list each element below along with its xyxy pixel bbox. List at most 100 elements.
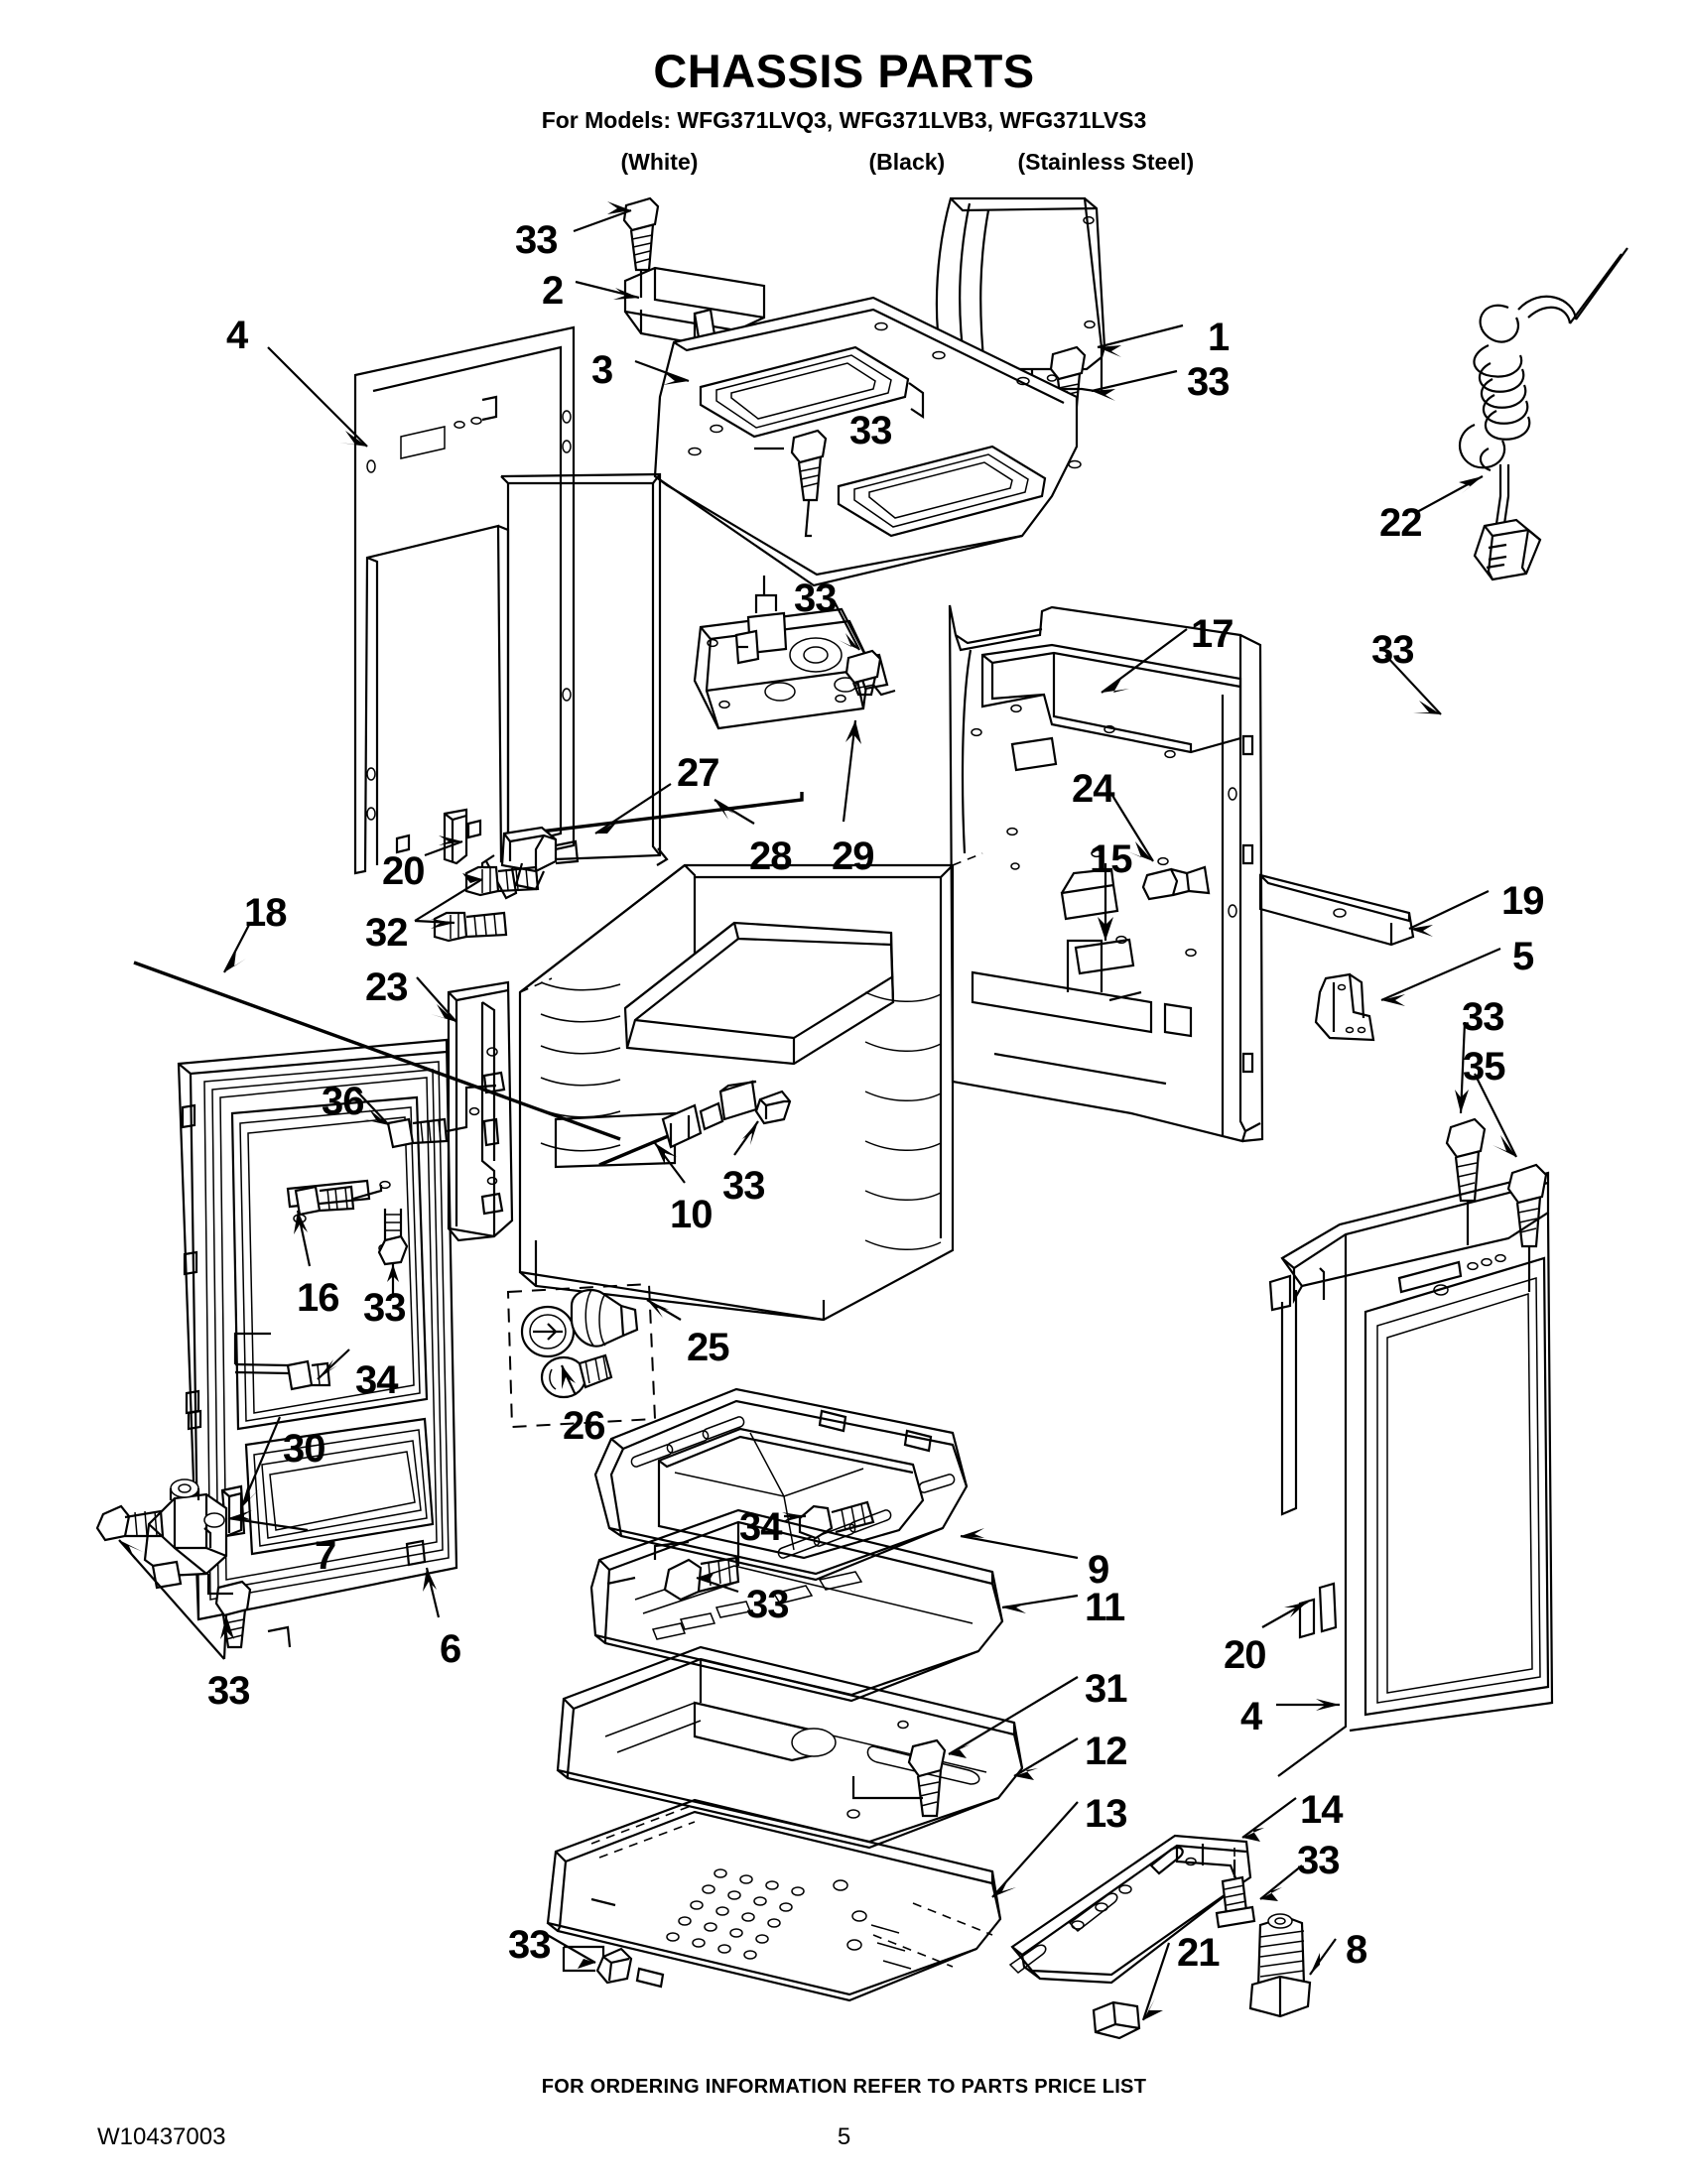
- callout-9: 9: [1088, 1548, 1109, 1592]
- models-line: For Models: WFG371LVQ3, WFG371LVB3, WFG3…: [541, 107, 1147, 133]
- part-12-slide-pan: [558, 1647, 1022, 1848]
- callout-16: 16: [297, 1276, 339, 1320]
- callout-1: 1: [1208, 316, 1230, 359]
- callout-33: 33: [363, 1286, 406, 1330]
- callout-29: 29: [832, 835, 874, 878]
- callout-14: 14: [1300, 1788, 1343, 1832]
- screw-33-bottom-panel: [564, 1947, 631, 1983]
- part-20-side-trim-right: [1320, 1584, 1336, 1631]
- callout-28: 28: [749, 835, 792, 878]
- callout-12: 12: [1085, 1730, 1127, 1773]
- callout-34: 34: [739, 1505, 782, 1549]
- callout-10: 10: [670, 1193, 713, 1236]
- ordering-note: FOR ORDERING INFORMATION REFER TO PARTS …: [541, 2076, 1147, 2098]
- oven-cavity: [520, 853, 982, 1320]
- finish-black: (Black): [868, 149, 946, 175]
- part-21-clip: [1094, 2002, 1139, 2038]
- finishes-line: (White) (Black) (Stainless Steel): [0, 149, 1688, 176]
- callout-21: 21: [1177, 1931, 1220, 1975]
- screw-34-panel6: [235, 1334, 329, 1389]
- callout-8: 8: [1346, 1928, 1367, 1972]
- callout-4: 4: [1240, 1695, 1262, 1738]
- callout-32: 32: [365, 911, 408, 955]
- callout-33: 33: [722, 1164, 765, 1208]
- part-20-side-trim-left: [445, 810, 466, 863]
- page-title: CHASSIS PARTS: [653, 45, 1035, 97]
- part-27-wire-rod: [541, 792, 802, 839]
- part-9-drawer-frame: [595, 1389, 967, 1580]
- page-number: 5: [837, 2123, 851, 2150]
- callout-31: 31: [1085, 1667, 1127, 1711]
- screw-33-top-right: [1040, 347, 1085, 417]
- callout-33: 33: [1371, 628, 1414, 672]
- callout-23: 23: [365, 965, 408, 1009]
- part-13-bottom-panel: [548, 1800, 1000, 2000]
- callout-7: 7: [315, 1534, 336, 1578]
- part-2-bracket: [625, 268, 764, 349]
- part-4-right-side-panel: [1270, 1173, 1552, 1776]
- callout-2: 2: [542, 269, 564, 313]
- finish-white: (White): [620, 149, 699, 175]
- screw-33-regulator-a: [97, 1506, 163, 1540]
- part-5-clip-bracket: [1316, 974, 1373, 1040]
- callout-19: 19: [1501, 879, 1544, 923]
- callout-33: 33: [207, 1669, 250, 1713]
- screw-34-drawer-frame: [800, 1502, 873, 1538]
- callout-13: 13: [1085, 1792, 1127, 1836]
- callout-17: 17: [1191, 612, 1234, 656]
- callout-5: 5: [1512, 935, 1534, 978]
- callout-33: 33: [508, 1923, 551, 1967]
- callout-33: 33: [515, 218, 558, 262]
- callout-30: 30: [283, 1427, 325, 1471]
- callout-35: 35: [1463, 1045, 1505, 1089]
- callout-33: 33: [746, 1583, 789, 1626]
- callout-4: 4: [226, 314, 248, 357]
- screw-36: [388, 1086, 496, 1147]
- callout-11: 11: [1085, 1586, 1125, 1629]
- callout-18: 18: [244, 891, 287, 935]
- part-28-door-switch-bracket: [482, 828, 578, 889]
- screw-33-panel6: [379, 1209, 407, 1298]
- callout-20: 20: [1224, 1633, 1266, 1677]
- document-number: W10437003: [97, 2123, 226, 2150]
- screw-33-right-panel: [1447, 1119, 1485, 1245]
- part-32-screws: [435, 867, 538, 941]
- finish-stainless: (Stainless Steel): [1017, 149, 1195, 175]
- callout-22: 22: [1379, 501, 1422, 545]
- screw-16: [296, 1182, 390, 1215]
- part-19-brace-rail: [1260, 875, 1413, 945]
- screw-33-cooktop: [754, 431, 826, 536]
- callout-24: 24: [1072, 767, 1114, 811]
- part-24-rivet: [1143, 867, 1209, 899]
- callout-33: 33: [1297, 1839, 1340, 1882]
- callout-33: 33: [1187, 360, 1230, 404]
- callout-27: 27: [677, 751, 719, 795]
- screw-33-top-left: [624, 198, 658, 298]
- callout-33: 33: [1462, 995, 1504, 1039]
- screw-33-rail: [1217, 1848, 1254, 1927]
- part-11-drawer-pan: [591, 1510, 1002, 1701]
- callout-33: 33: [794, 577, 837, 620]
- callout-15: 15: [1090, 837, 1132, 881]
- screw-35-right-panel: [1508, 1165, 1546, 1292]
- screw-33-regulator-b: [208, 1574, 250, 1647]
- callout-34: 34: [355, 1358, 398, 1402]
- callout-6: 6: [440, 1627, 461, 1671]
- part-8-leveling-leg: [1250, 1914, 1310, 2016]
- part-10-igniter: [599, 1082, 756, 1165]
- callout-26: 26: [563, 1404, 605, 1448]
- callout-20: 20: [382, 849, 425, 893]
- screw-33-valve: [834, 600, 880, 695]
- callout-36: 36: [322, 1080, 364, 1123]
- part-7-gas-regulator: [145, 1479, 226, 1588]
- part-1-backguard: [937, 198, 1104, 397]
- screw-33-igniter: [756, 1092, 790, 1123]
- part-23-hinge-bracket: [449, 982, 512, 1240]
- part-4-left-side-panel: [355, 327, 667, 898]
- screw-31: [847, 1740, 945, 1818]
- callout-25: 25: [687, 1326, 729, 1369]
- part-22-power-cord: [1460, 248, 1627, 579]
- screw-33-pan: [655, 1542, 738, 1600]
